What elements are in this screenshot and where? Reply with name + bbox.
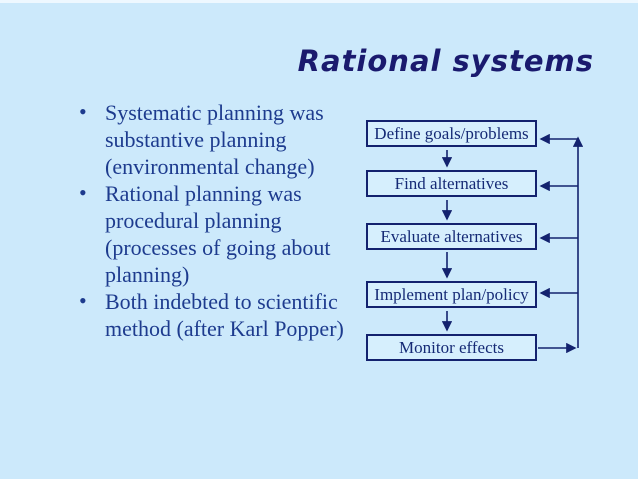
bullet-text: Both indebted to scientific method (afte… [105,289,344,341]
flowchart-box-monitor-effects: Monitor effects [366,334,537,361]
bullet-text: Systematic planning was substantive plan… [105,100,324,179]
flowchart-box-label: Implement plan/policy [374,284,529,304]
bullet-dot-icon: • [79,99,87,124]
bullet-text: Rational planning was procedural plannin… [105,181,331,287]
bullet-item: • Both indebted to scientific method (af… [70,288,348,342]
flowchart-box-label: Find alternatives [394,173,509,193]
bullet-item: • Systematic planning was substantive pl… [70,99,348,180]
bullet-dot-icon: • [79,288,87,313]
bullet-dot-icon: • [79,180,87,205]
slide-top-edge [0,0,638,3]
flowchart-box-label: Monitor effects [399,337,504,357]
flowchart-box-implement-plan: Implement plan/policy [366,281,537,308]
slide-title: Rational systems [297,44,594,78]
flowchart-box-define-goals: Define goals/problems [366,120,537,147]
bullet-item: • Rational planning was procedural plann… [70,180,348,288]
bullet-list: • Systematic planning was substantive pl… [70,99,348,342]
flowchart-box-label: Evaluate alternatives [380,226,523,246]
flowchart-box-evaluate-alternatives: Evaluate alternatives [366,223,537,250]
flowchart-box-label: Define goals/problems [374,123,529,143]
flowchart-box-find-alternatives: Find alternatives [366,170,537,197]
